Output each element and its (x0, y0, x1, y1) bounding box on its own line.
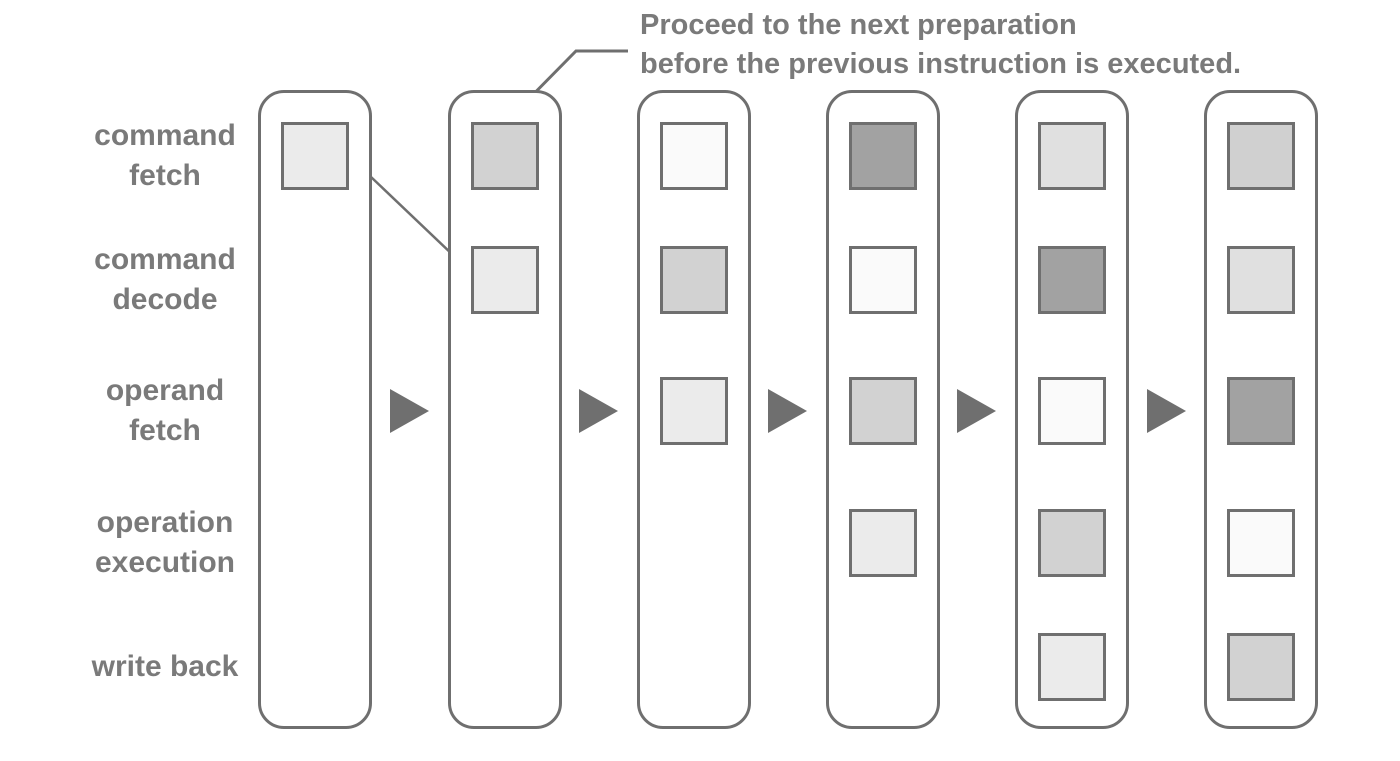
stage-square-operation-execution (1038, 509, 1106, 577)
pipeline-column-cycle-4 (826, 90, 940, 729)
stage-label-line: execution (94, 546, 236, 579)
stage-label-line: operation (96, 506, 234, 539)
stage-label-line: command (94, 119, 236, 152)
next-cycle-arrow-icon (579, 389, 618, 433)
pipeline-column-cycle-6 (1204, 90, 1318, 729)
pipeline-column-cycle-5 (1015, 90, 1129, 729)
stage-label-command-decode: command decode (20, 240, 310, 320)
stage-square-operation-execution (849, 509, 917, 577)
stage-square-command-decode (849, 246, 917, 314)
stage-square-command-decode (1227, 246, 1295, 314)
stage-square-operation-execution (1227, 509, 1295, 577)
stage-label-line: fetch (129, 414, 201, 447)
stage-square-operand-fetch (849, 377, 917, 445)
stage-label-line: fetch (129, 159, 201, 192)
stage-square-command-decode (1038, 246, 1106, 314)
next-cycle-arrow-icon (390, 389, 429, 433)
stage-square-command-fetch (1038, 122, 1106, 190)
stage-label-write-back: write back (20, 647, 310, 687)
annotation-line-2: before the previous instruction is execu… (640, 48, 1242, 80)
stage-label-line: command (94, 243, 236, 276)
stage-label-operand-fetch: operand fetch (20, 371, 310, 451)
stage-label-operation-execution: operation execution (20, 503, 310, 583)
annotation-text: Proceed to the next preparation before t… (640, 6, 1241, 84)
stage-square-operand-fetch (1227, 377, 1295, 445)
stage-square-command-fetch (660, 122, 728, 190)
next-cycle-arrow-icon (957, 389, 996, 433)
stage-label-command-fetch: command fetch (20, 116, 310, 196)
stage-square-command-fetch (471, 122, 539, 190)
pipeline-column-cycle-2 (448, 90, 562, 729)
stage-square-command-fetch (849, 122, 917, 190)
pipeline-column-cycle-3 (637, 90, 751, 729)
stage-square-command-fetch (281, 122, 349, 190)
stage-label-line: decode (112, 283, 218, 316)
stage-square-operand-fetch (660, 377, 728, 445)
stage-label-line: operand (105, 374, 225, 407)
stage-square-write-back (1227, 633, 1295, 701)
annotation-line-1: Proceed to the next preparation (640, 9, 1077, 41)
stage-square-command-decode (660, 246, 728, 314)
next-cycle-arrow-icon (768, 389, 807, 433)
stage-label-line: write back (91, 650, 239, 683)
stage-square-operand-fetch (1038, 377, 1106, 445)
stage-square-command-fetch (1227, 122, 1295, 190)
pipeline-column-cycle-1 (258, 90, 372, 729)
stage-square-command-decode (471, 246, 539, 314)
next-cycle-arrow-icon (1147, 389, 1186, 433)
stage-square-write-back (1038, 633, 1106, 701)
